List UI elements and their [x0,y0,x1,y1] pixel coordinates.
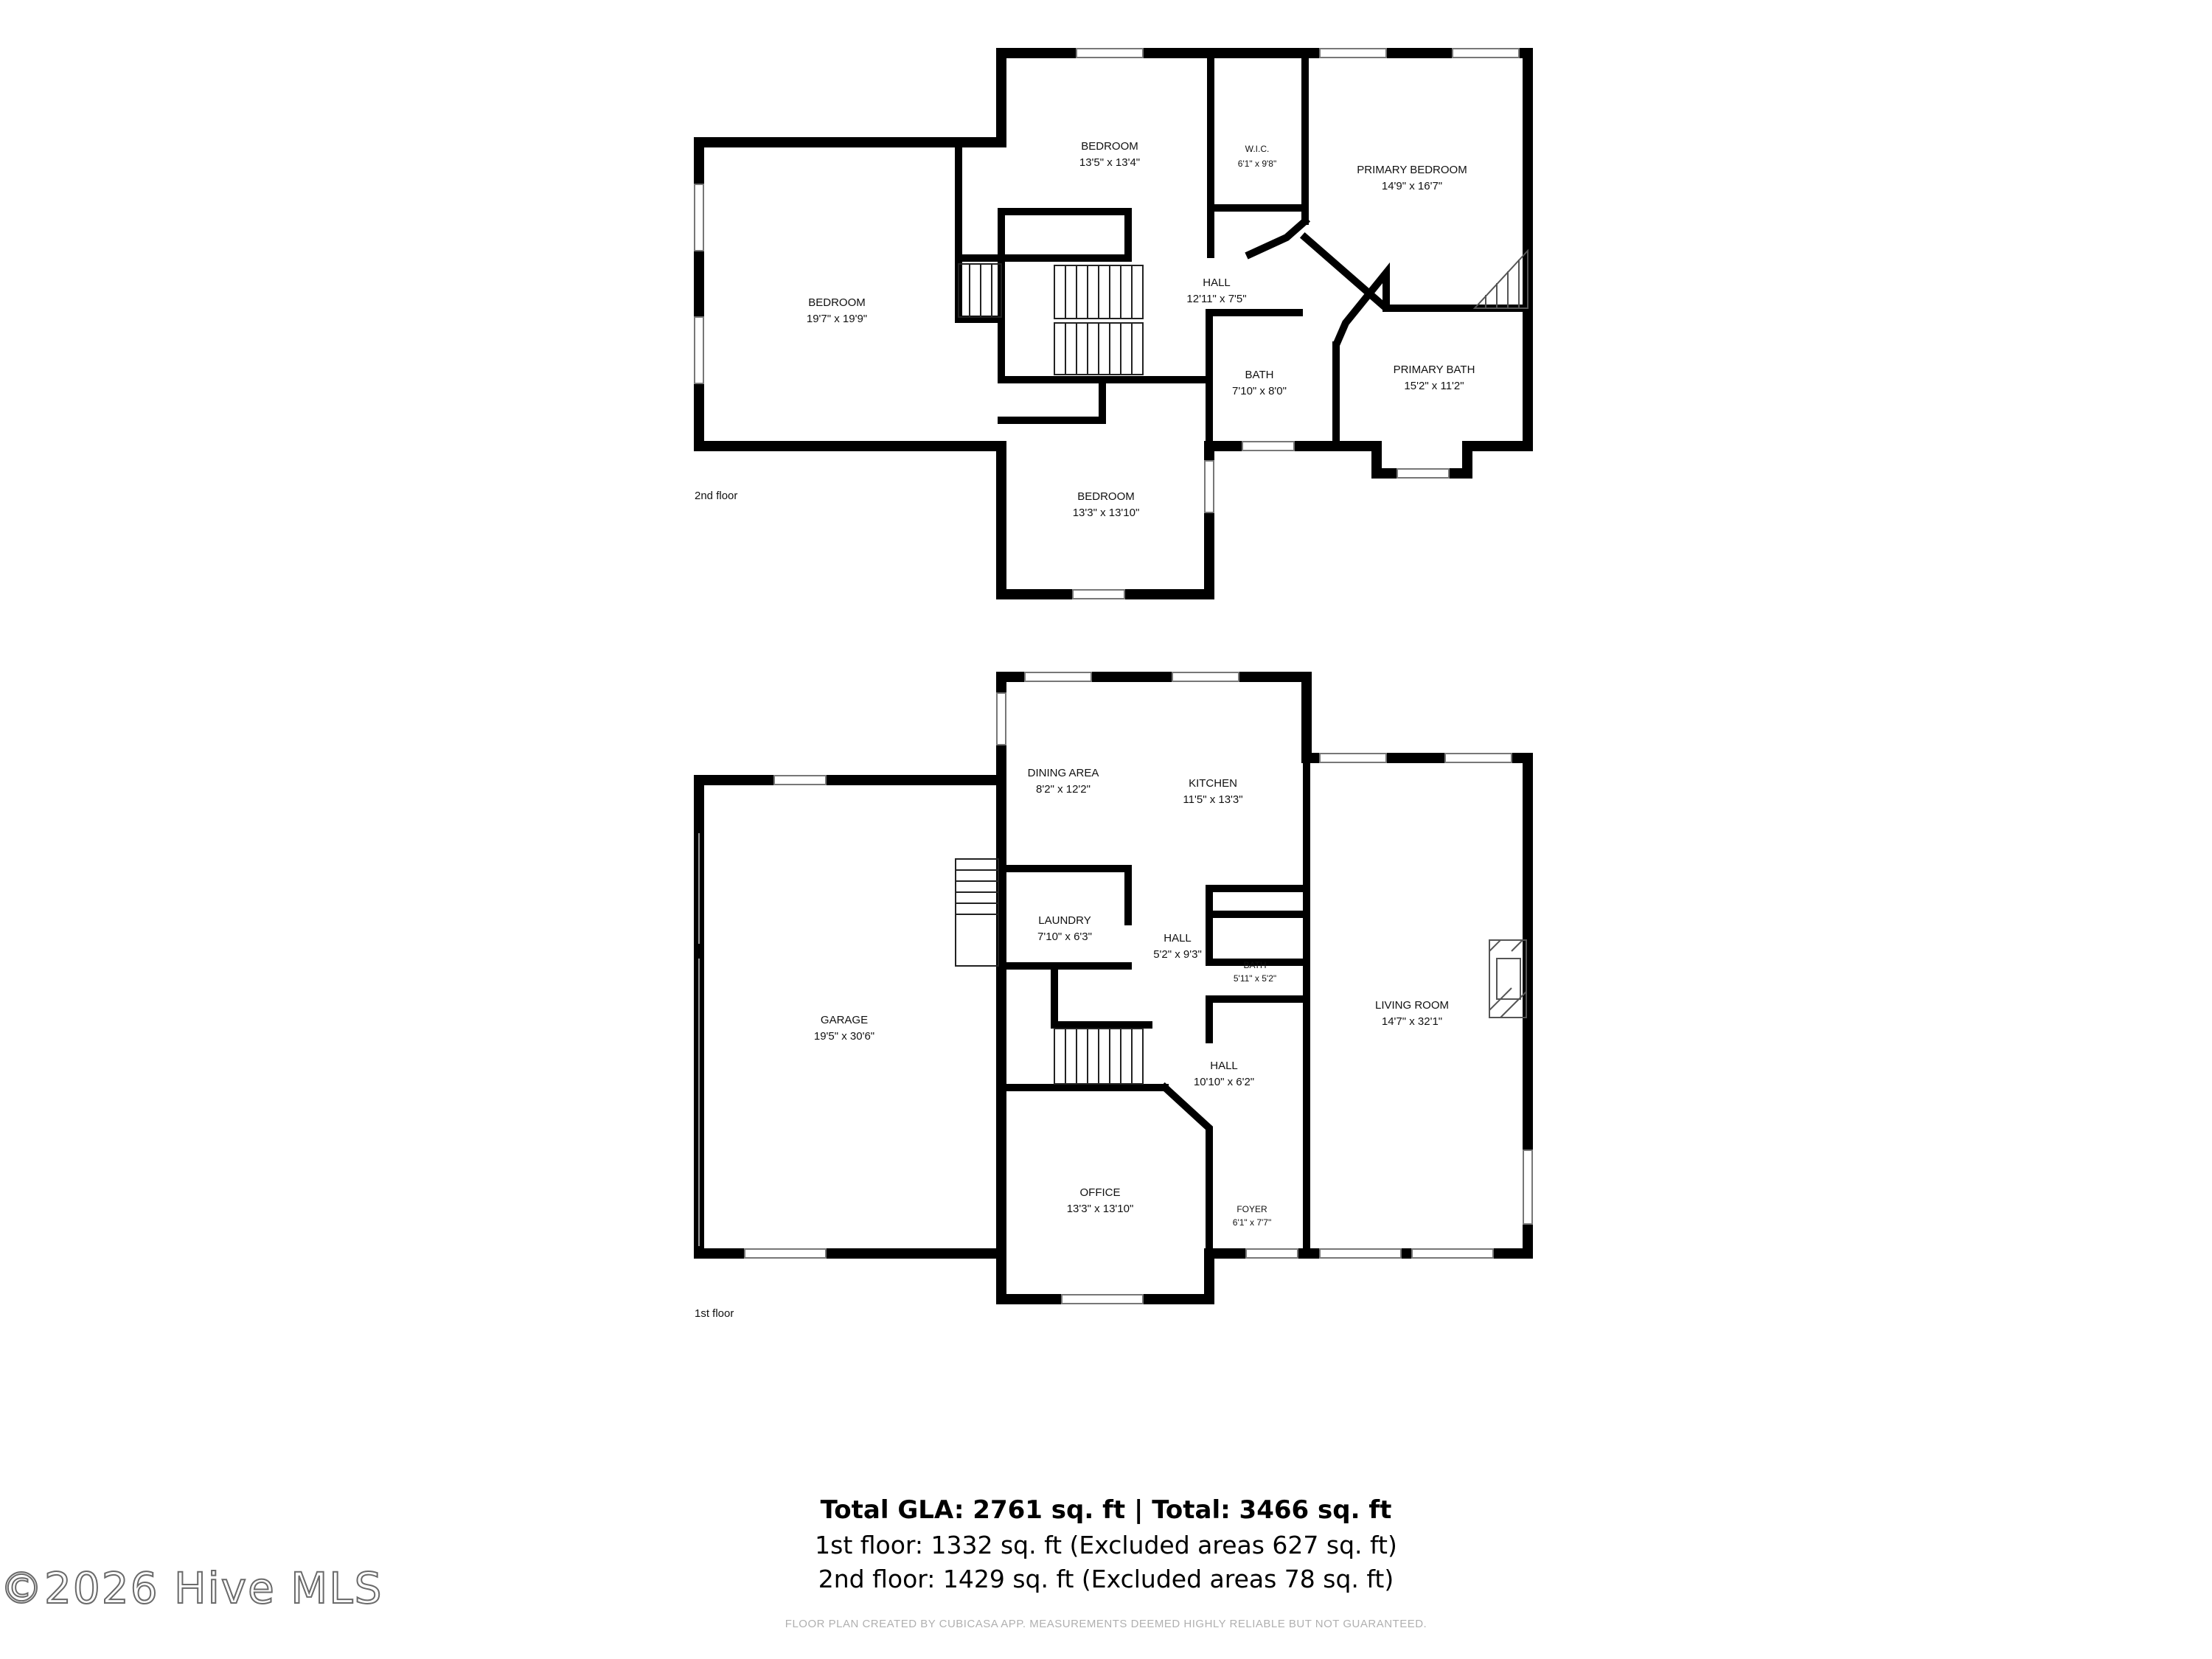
room-dims: 14'9" x 16'7" [1382,180,1442,192]
room-dims: 6'1" x 9'8" [1238,159,1276,169]
room-name: LAUNDRY [1038,914,1091,927]
room-name: GARAGE [821,1014,868,1026]
room-name: PRIMARY BATH [1394,364,1475,376]
window [1204,460,1214,513]
window [1452,48,1520,58]
room-name: PRIMARY BEDROOM [1357,164,1467,176]
window [1319,48,1387,58]
room-name: HALL [1203,276,1231,289]
room-name: BEDROOM [808,296,866,309]
wall [1206,309,1303,450]
window [773,775,827,785]
wall [1159,1082,1213,1257]
window [1061,1294,1144,1304]
fireplace-hatch [1472,248,1528,309]
floor-label: 1st floor [695,1307,734,1320]
wall [996,441,1341,599]
second-floor-plan [694,48,1533,599]
room-name: DINING AREA [1028,767,1099,779]
window [1072,589,1125,599]
room-labels: BEDROOM 13'5" x 13'4" BEDROOM 19'7" x 19… [695,140,1475,1320]
room-name: OFFICE [1080,1186,1121,1199]
wall [998,208,1132,262]
room-dims: 7'10" x 8'0" [1232,385,1287,397]
disclaimer-text: FLOOR PLAN CREATED BY CUBICASA APP. MEAS… [785,1618,1427,1630]
wall [1299,232,1449,312]
room-dims: 13'5" x 13'4" [1079,156,1140,169]
room-name: LIVING ROOM [1375,999,1449,1012]
wall [1332,262,1390,450]
window [694,316,704,384]
first-floor-plan [694,672,1533,1304]
room-name: KITCHEN [1189,777,1237,790]
total-area-summary: Total GLA: 2761 sq. ft | Total: 3466 sq.… [820,1495,1392,1525]
room-dims: 10'10" x 6'2" [1194,1076,1254,1088]
copyright-watermark: ©2026 Hive MLS [0,1562,383,1614]
wall [1051,970,1152,1029]
room-dims: 8'2" x 12'2" [1036,783,1091,796]
fireplace [1489,939,1527,1018]
window [1172,672,1239,682]
window [1397,468,1450,479]
wall [998,865,1132,925]
window [744,1248,827,1259]
staircase [955,858,1144,1085]
floor-label: 2nd floor [695,490,737,502]
room-dims: 13'3" x 13'10" [1067,1203,1134,1215]
room-name: W.I.C. [1245,144,1270,154]
room-name: HALL [1164,932,1192,945]
window [1319,753,1387,763]
room-name: BATH [1245,369,1274,381]
window [694,184,704,251]
room-dims: 12'11" x 7'5" [1186,293,1246,305]
room-name: HALL [1210,1060,1238,1072]
window [996,692,1006,745]
wall [998,376,1106,424]
wall [694,137,1006,451]
window [1245,1248,1298,1259]
window [1319,1248,1402,1259]
second-floor-area: 2nd floor: 1429 sq. ft (Excluded areas 7… [818,1565,1394,1593]
room-dims: 19'7" x 19'9" [807,313,867,325]
room-dims: 6'1" x 7'7" [1233,1217,1271,1228]
window [1076,48,1144,58]
room-dims: 14'7" x 32'1" [1382,1015,1442,1028]
room-dims: 19'5" x 30'6" [814,1030,874,1043]
room-dims: 5'11" x 5'2" [1234,973,1276,984]
wall [996,48,1533,479]
room-name: BATH [1243,960,1266,970]
wall [1245,215,1311,260]
room-name: FOYER [1237,1204,1267,1214]
room-dims: 7'10" x 6'3" [1037,931,1092,943]
room-dims: 15'2" x 11'2" [1404,380,1464,392]
window [1444,753,1512,763]
room-dims: 5'2" x 9'3" [1153,948,1202,961]
room-dims: 13'3" x 13'10" [1073,507,1140,519]
window [1523,1150,1533,1225]
window [1024,672,1092,682]
window [1242,441,1295,451]
window [1411,1248,1494,1259]
staircase [958,263,1144,375]
room-dims: 11'5" x 13'3" [1183,793,1242,806]
room-name: BEDROOM [1081,140,1138,153]
first-floor-area: 1st floor: 1332 sq. ft (Excluded areas 6… [815,1531,1397,1559]
room-name: BEDROOM [1077,490,1135,503]
